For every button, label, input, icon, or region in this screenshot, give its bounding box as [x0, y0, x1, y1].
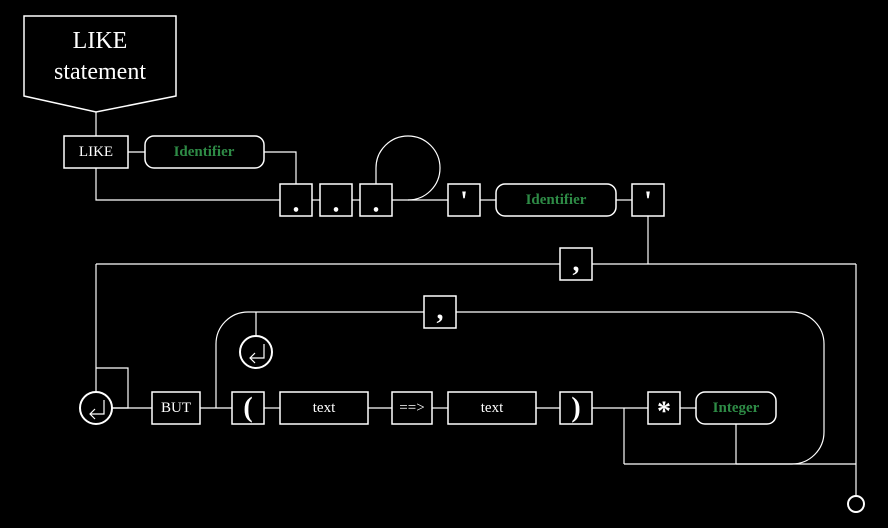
quote-close-label: ' [644, 187, 652, 218]
diagram-end-icon [847, 495, 865, 513]
dot-terminal-3: . [359, 183, 393, 219]
integer-nonterminal: Integer [695, 391, 777, 425]
dot-label-2: . [333, 188, 340, 219]
text-terminal-from: text [279, 391, 369, 425]
statement-title-shield: LIKE statement [23, 15, 177, 113]
text-from-label: text [313, 400, 336, 416]
comma-label-outer: , [573, 247, 580, 278]
but-keyword-label: BUT [161, 400, 191, 416]
quote-open-label: ' [460, 187, 468, 218]
comma-terminal-outer: , [559, 247, 593, 281]
identifier-nonterminal-2: Identifier [495, 183, 617, 217]
dot-label-3: . [373, 188, 380, 219]
dot-label-1: . [293, 188, 300, 219]
return-arrow-icon [239, 335, 273, 369]
quote-open-terminal: ' [447, 183, 481, 218]
integer-label: Integer [713, 400, 760, 416]
loop-entry-arrow-icon [79, 391, 113, 425]
paren-close-terminal: ) [559, 391, 593, 425]
title-line-1: LIKE [73, 28, 128, 54]
dot-terminal-1: . [279, 183, 313, 219]
arrow-terminal: ==> [391, 391, 433, 425]
comma-label-inner: , [437, 295, 444, 326]
like-keyword-label: LIKE [79, 144, 113, 160]
paren-open-terminal: ( [231, 391, 265, 425]
paren-open-label: ( [243, 393, 252, 424]
text-to-label: text [481, 400, 504, 416]
star-label: * [657, 397, 671, 428]
paren-close-label: ) [571, 393, 580, 424]
text-terminal-to: text [447, 391, 537, 425]
but-keyword-box: BUT [151, 391, 201, 425]
connector-lines [95, 112, 857, 496]
comma-terminal-inner: , [423, 295, 457, 329]
identifier-label-1: Identifier [174, 144, 235, 160]
title-line-2: statement [54, 59, 146, 85]
quote-close-terminal: ' [631, 183, 665, 218]
star-terminal: * [647, 391, 681, 428]
arrow-label: ==> [399, 400, 424, 416]
dot-terminal-2: . [319, 183, 353, 219]
identifier-label-2: Identifier [526, 192, 587, 208]
identifier-nonterminal-1: Identifier [144, 135, 265, 169]
like-keyword-box: LIKE [63, 135, 129, 169]
